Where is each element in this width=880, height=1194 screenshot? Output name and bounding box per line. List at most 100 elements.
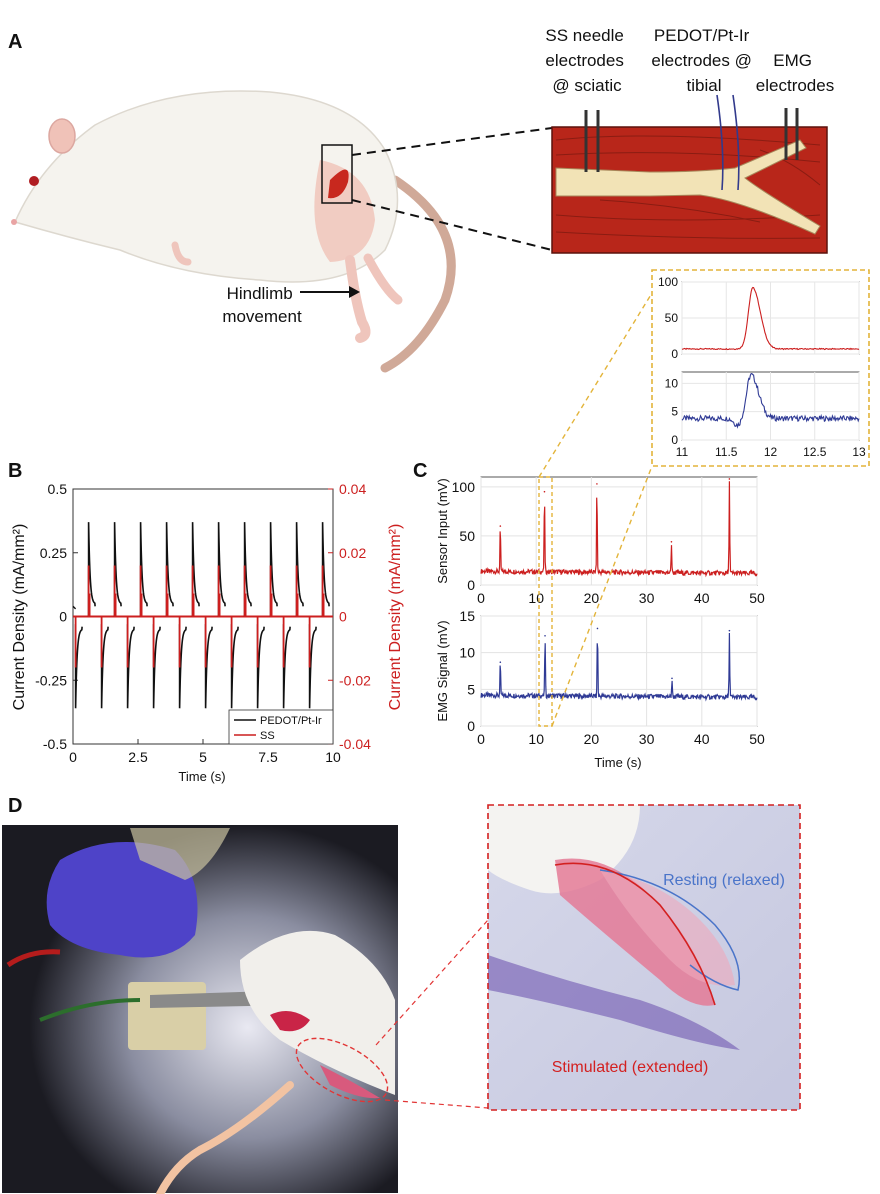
chart-b-y2tick-label: 0: [339, 609, 347, 625]
paw-inset-frame: [487, 804, 801, 1111]
inset-series-trace: [681, 286, 860, 351]
xtick-label: 10: [528, 731, 544, 747]
rat-tail: [380, 175, 456, 373]
pedot-annotation: PEDOT/Pt-Ir electrodes @ tibial: [651, 26, 756, 95]
sciatic-nerve: [555, 139, 821, 235]
spike-peak-point: [596, 483, 598, 485]
chart-b-y2tick-label: -0.02: [339, 672, 371, 688]
chart-b-xtick-label: 5: [199, 749, 207, 765]
series-pedot-pulse-neg: [256, 624, 265, 709]
chart-b-xtick-label: 10: [325, 749, 341, 765]
series-pedot-pulse-pos: [87, 522, 96, 617]
series-pedot-pulse-neg: [100, 624, 109, 709]
chart-b-xlabel: Time (s): [178, 769, 225, 784]
panel-label-c: C: [413, 460, 427, 482]
chart-b-legend-box: [228, 709, 334, 745]
xtick-label: 0: [477, 590, 485, 606]
rat-in-photo: [240, 930, 395, 1095]
series-pedot-pulse-pos: [243, 522, 252, 617]
ss-needle-annotation: SS needle electrodes @ sciatic: [545, 26, 628, 95]
spike-peak-point: [728, 478, 731, 480]
inset-ytick-label: 0: [671, 433, 678, 447]
lead-wire-red: [6, 949, 61, 968]
spike-peak-point: [499, 525, 502, 527]
chart-b-ytick-label: 0.25: [40, 545, 67, 561]
inset-ytick-label: 10: [665, 376, 679, 390]
xtick-label: 30: [639, 590, 655, 606]
xtick-label: 0: [477, 731, 485, 747]
zoom-line-top: [351, 127, 553, 156]
inset-xtick-label: 11.5: [715, 445, 738, 459]
rat-foot: [320, 1065, 380, 1099]
series-pedot-pulse-pos: [113, 522, 122, 617]
rat-forelimb: [171, 241, 192, 266]
series-trace: [480, 632, 758, 702]
paw-stimulated-shape: [555, 858, 715, 1006]
stimulated-outline: [554, 862, 716, 1006]
hindlimb-arrowhead: [349, 286, 360, 298]
spike-peak-point: [670, 541, 673, 543]
chart-b-legend: PEDOT/Pt-Ir SS: [228, 709, 334, 745]
sleeve: [130, 828, 230, 880]
chart-b-ytick-label: 0.5: [48, 481, 68, 497]
chart-b-ytick-label: -0.25: [35, 672, 67, 688]
rat-tail-photo: [156, 1081, 294, 1194]
chart-b-ytick-label: -0.5: [43, 736, 67, 752]
rat-nose: [11, 219, 17, 225]
paw-link-top: [375, 919, 489, 1046]
panel-label-d: D: [8, 795, 22, 817]
chart-b-y2tick-label: 0.04: [339, 481, 366, 497]
rat-body: [13, 90, 399, 283]
chart-c-bottom-xlabel: Time (s): [594, 755, 641, 770]
inset-ytick-label: 50: [665, 311, 679, 325]
chart-b-xtick-label: 7.5: [258, 749, 278, 765]
inset-ytick-label: 0: [671, 347, 678, 361]
resting-label: Resting (relaxed): [663, 872, 785, 889]
series-pedot-pulse-neg: [178, 624, 187, 709]
spike-peak-point: [544, 635, 546, 637]
rat-eye: [29, 176, 39, 186]
panel-label-b: B: [8, 460, 22, 482]
rat-ear: [48, 118, 76, 154]
paw-shadow: [488, 955, 740, 1050]
paw-link-bottom: [384, 1099, 489, 1109]
series-pedot-pulse-neg: [204, 624, 213, 709]
inset-ytick-label: 5: [671, 405, 678, 419]
series-pedot-pulse-neg: [282, 624, 291, 709]
series-pedot-start: [72, 605, 77, 610]
gloved-hand: [46, 842, 198, 958]
ytick-label: 15: [459, 608, 475, 624]
zoom-box: [321, 144, 353, 204]
panel-d: D Resting (relaxed): [2, 795, 801, 1194]
pedot-electrode-1: [716, 94, 724, 191]
series-pedot-pulse-neg: [308, 624, 317, 709]
ytick-label: 0: [467, 577, 475, 593]
inset-ytick-label: 100: [658, 275, 678, 289]
series-pedot-pulse-pos: [165, 522, 174, 617]
legend-label-ss: SS: [260, 730, 275, 742]
xtick-label: 20: [584, 731, 600, 747]
xtick-label: 20: [584, 590, 600, 606]
zoom-region: [538, 476, 553, 727]
ytick-label: 10: [459, 645, 475, 661]
paw-resting-shape: [600, 870, 735, 986]
zoom-link-bottom: [551, 465, 653, 727]
rat-exposed-muscle: [328, 169, 349, 199]
spike-peak-point: [499, 661, 502, 663]
series-pedot-pulse-pos: [191, 522, 200, 617]
chart-c-bottom-plot-area: [480, 615, 758, 727]
paw-inset: Resting (relaxed) Stimulated (extended): [487, 804, 801, 1111]
paw-highlight: [295, 1037, 389, 1103]
series-pedot-pulse-pos: [217, 522, 226, 617]
rat-hindlimb-2: [363, 253, 403, 305]
series-pedot-pulse-pos: [321, 522, 330, 617]
series-pedot-pulse-neg: [74, 624, 83, 709]
resting-outline: [599, 869, 741, 991]
chart-b-y2tick-label: 0.02: [339, 545, 366, 561]
inset-xtick-label: 12: [764, 445, 778, 459]
inset-xtick-label: 11: [676, 445, 689, 459]
